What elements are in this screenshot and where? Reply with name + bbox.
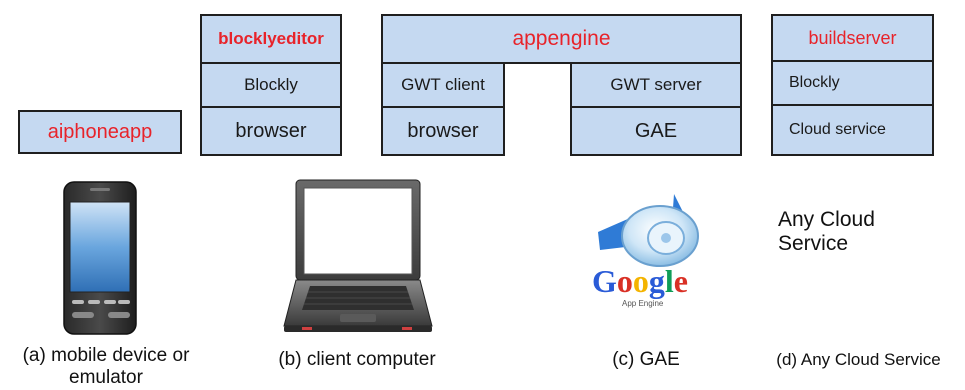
box-gae: GAE (570, 106, 742, 156)
box-build-blockly: Blockly (771, 60, 934, 106)
app-engine-subtext: App Engine (622, 299, 664, 308)
box-client-blockly: Blockly (200, 62, 342, 108)
any-cloud-line1: Any Cloud (778, 208, 875, 231)
box-appengine: appengine (381, 14, 742, 64)
caption-mobile-line2: emulator (69, 367, 143, 388)
box-gwt-client: GWT client (381, 62, 505, 108)
box-blocklyeditor: blocklyeditor (200, 14, 342, 64)
caption-mobile-line1: (a) mobile device or (22, 345, 190, 366)
box-appengine-browser: browser (381, 106, 505, 156)
caption-gae: (c) GAE (612, 349, 680, 370)
box-client-browser: browser (200, 106, 342, 156)
laptop-icon (283, 179, 433, 332)
google-app-engine-logo: Google App Engine (592, 194, 699, 308)
box-buildserver: buildserver (771, 14, 934, 62)
mobile-phone-icon (63, 181, 137, 335)
caption-any-cloud-service: (d) Any Cloud Service (776, 350, 941, 369)
box-aiphoneapp: aiphoneapp (18, 110, 182, 154)
any-cloud-line2: Service (778, 232, 849, 255)
box-gwt-server: GWT server (570, 62, 742, 108)
svg-text:Google: Google (592, 263, 688, 299)
box-cloud-service: Cloud service (771, 104, 934, 156)
caption-client-computer: (b) client computer (278, 349, 436, 370)
